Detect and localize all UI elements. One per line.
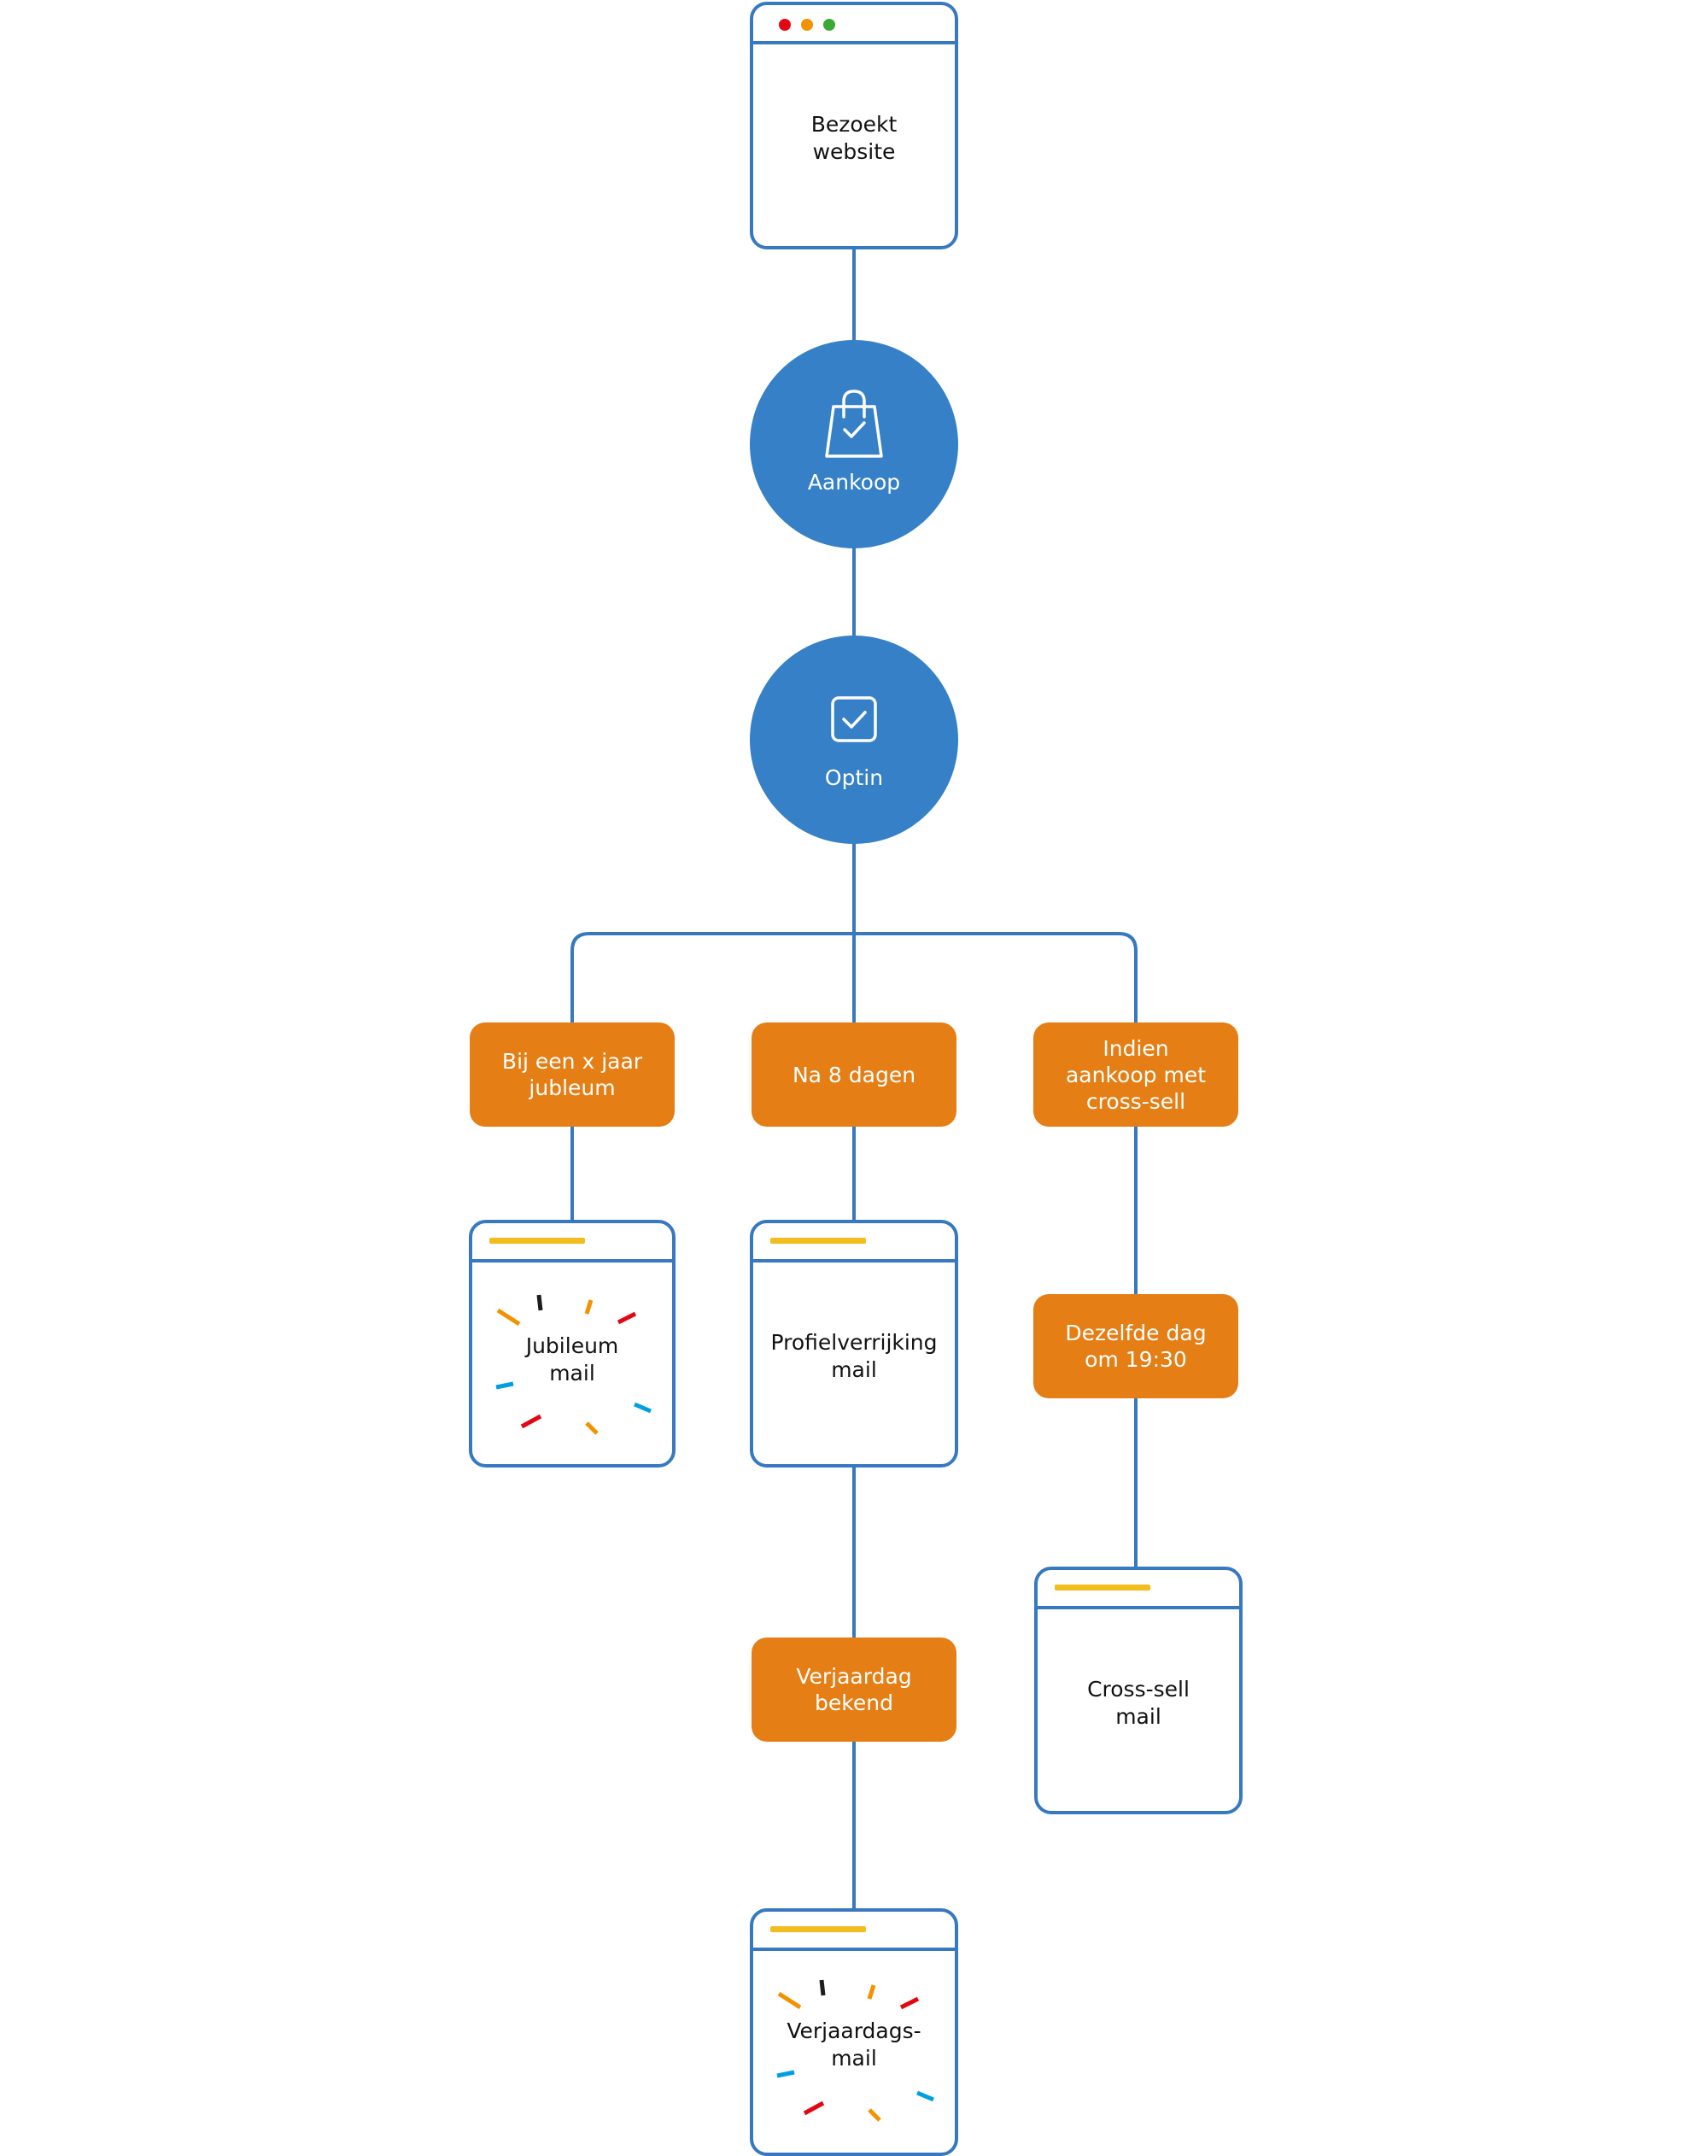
profile-enrichment-mail-label: Profielverrijking mail [770, 1330, 938, 1382]
mail-accent-bar [1055, 1585, 1150, 1591]
mail-accent-bar [489, 1238, 585, 1244]
mail-header-divider [753, 1259, 955, 1263]
confetti-icon [495, 1294, 652, 1435]
birthday-mail-card: Verjaardags- mail [750, 1908, 958, 2156]
visit-website-card: Bezoekt website [750, 2, 958, 249]
condition-jubilee: Bij een x jaar jubleum [470, 1022, 675, 1127]
condition-same-day: Dezelfde dag om 19:30 [1033, 1294, 1238, 1398]
window-minimize-dot [801, 19, 813, 31]
shopping-bag-check-icon [825, 390, 883, 458]
purchase-node: Aankoop [750, 340, 958, 548]
checkbox-check-icon [831, 696, 877, 742]
window-close-dot [779, 19, 791, 31]
window-maximize-dot [823, 19, 835, 31]
mail-header-divider [472, 1259, 672, 1263]
mail-accent-bar [770, 1238, 866, 1244]
optin-node: Optin [750, 636, 958, 844]
confetti-icon [776, 1979, 934, 2122]
condition-cross-sell: Indien aankoop met cross-sell [1033, 1022, 1238, 1127]
mail-header-divider [753, 1948, 955, 1951]
mail-header-divider [1038, 1606, 1239, 1609]
condition-birthday-known: Verjaardag bekend [752, 1638, 956, 1742]
optin-label: Optin [824, 765, 884, 790]
cross-sell-mail-card: Cross-sell mail [1034, 1567, 1243, 1814]
jubilee-mail-card: Jubileum mail [469, 1220, 676, 1468]
jubilee-mail-label: Jubileum mail [525, 1333, 619, 1386]
condition-8-days: Na 8 dagen [752, 1022, 956, 1127]
purchase-label: Aankoop [807, 470, 901, 495]
profile-enrichment-mail-card: Profielverrijking mail [750, 1220, 958, 1468]
connector-split-right [852, 932, 1138, 1024]
birthday-mail-label: Verjaardags- mail [787, 2018, 921, 2071]
visit-website-label: Bezoekt website [810, 112, 898, 164]
cross-sell-mail-label: Cross-sell mail [1087, 1677, 1190, 1729]
mail-accent-bar [770, 1926, 866, 1932]
connector-split-left [570, 932, 856, 1024]
window-title-bar [753, 41, 955, 44]
